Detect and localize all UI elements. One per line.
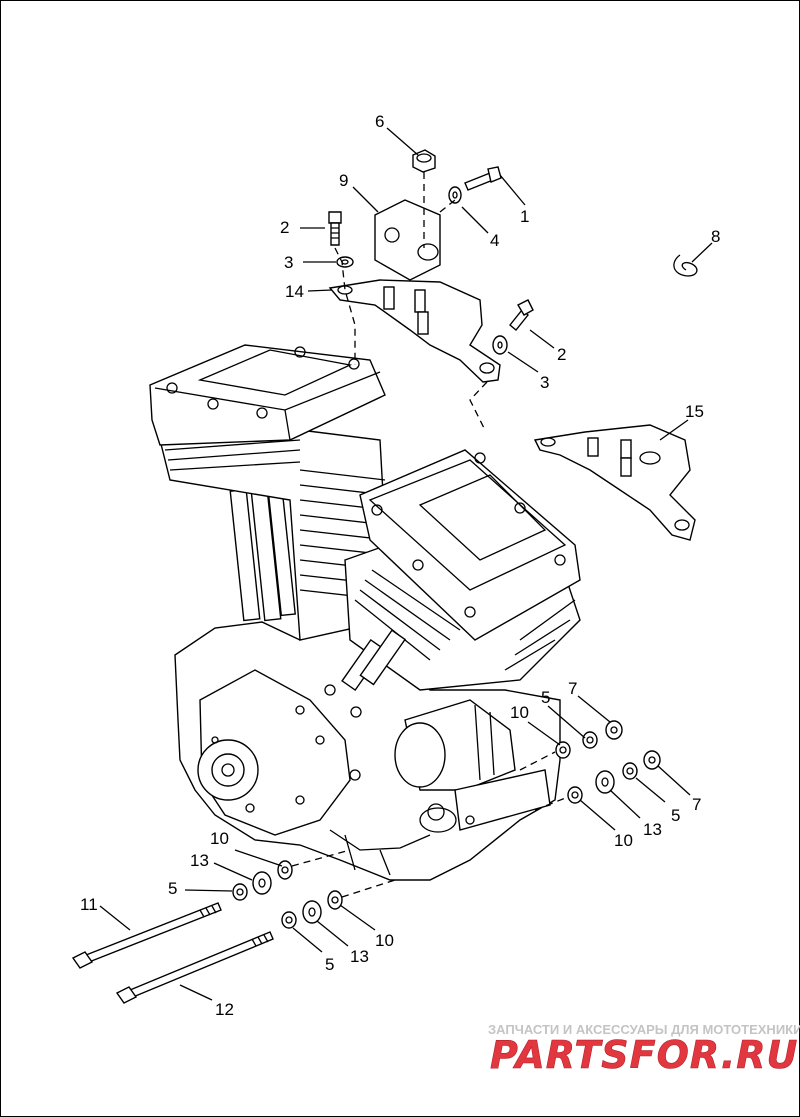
spacer [595,770,615,794]
callout-12: 12 [215,1000,234,1019]
callout-13: 13 [643,820,662,839]
washer [492,335,508,355]
bolt [464,166,502,191]
leader-lines [99,127,713,1001]
spacer [567,786,583,804]
nut [412,149,436,173]
long-bolt [71,902,222,969]
bolt [509,299,534,331]
callouts: 6 9 1 4 2 3 14 2 3 8 15 5 7 10 10 13 5 7… [80,112,720,1019]
engine-assembly [149,344,581,881]
top-mount-bracket [374,199,441,281]
callout-10: 10 [210,829,229,848]
washer [582,731,598,749]
spacer [252,871,272,895]
callout-10: 10 [614,831,633,850]
nut [605,720,623,740]
callout-9: 9 [339,171,348,190]
callout-7: 7 [692,795,701,814]
spring-clip [673,254,698,277]
washer [232,883,248,901]
watermark-tagline: ЗАПЧАСТИ И АКСЕССУАРЫ ДЛЯ МОТОТЕХНИКИ [488,1022,800,1037]
washer [281,911,297,929]
watermark-logo: PARTSFOR.RU [490,1033,798,1077]
callout-8: 8 [711,227,720,246]
front-rocker-cover [359,449,581,641]
nut [643,750,661,770]
callout-10: 10 [375,931,394,950]
watermark: ЗАПЧАСТИ И АКСЕССУАРЫ ДЛЯ МОТОТЕХНИКИ PA… [488,1022,800,1077]
long-bolt [115,931,274,1004]
rocker-bracket [328,279,501,383]
callout-13: 13 [190,851,209,870]
rear-cylinder [159,429,391,641]
callout-15: 15 [685,402,704,421]
callout-5: 5 [168,879,177,898]
spacer [327,890,343,910]
callout-1: 1 [520,207,529,226]
callout-14: 14 [285,282,304,301]
washer [336,256,354,268]
spacer [302,900,322,924]
callout-4: 4 [490,231,499,250]
washer [448,186,462,204]
callout-2: 2 [557,345,566,364]
callout-5: 5 [325,955,334,974]
callout-3: 3 [540,373,549,392]
bolt [328,211,342,246]
callout-7: 7 [568,679,577,698]
rear-rocker-cover [149,344,386,446]
callout-5: 5 [671,806,680,825]
callout-5: 5 [541,688,550,707]
spacer [555,741,571,759]
callout-10: 10 [510,703,529,722]
starter-motor [394,699,551,831]
callout-6: 6 [375,112,384,131]
front-bracket [533,424,696,541]
callout-11: 11 [80,895,98,914]
spacer [277,860,293,880]
callout-2: 2 [280,218,289,237]
washer [622,762,638,780]
callout-13: 13 [350,947,369,966]
callout-3: 3 [284,253,293,272]
